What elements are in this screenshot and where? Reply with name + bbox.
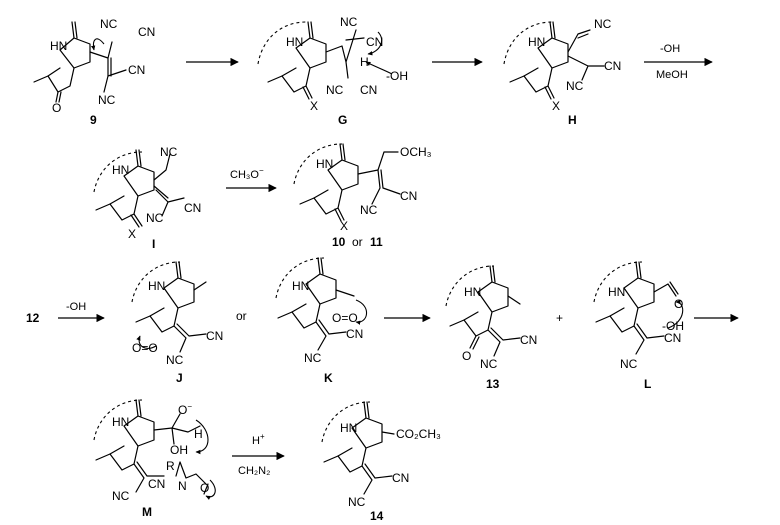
x-label: X (310, 99, 318, 113)
r-group-label: R (166, 459, 175, 473)
nc-label: NC (112, 489, 130, 503)
cn-label: CN (392, 471, 409, 485)
cn-label: CN (128, 63, 145, 77)
oxide-label: O− (178, 402, 192, 417)
reagent-base: -OH (660, 43, 680, 55)
cn-label: CN (206, 329, 223, 343)
cn-label: CN (346, 327, 363, 341)
molecule-K: HN O=O CN NC K (275, 257, 368, 385)
compound-label-12: 12 (26, 311, 40, 325)
cn-label: CN (138, 25, 155, 39)
cn-label: CN (520, 333, 537, 347)
nh-label: HN (316, 157, 333, 171)
nh-label: HN (148, 279, 165, 293)
nc-label: NC (594, 17, 612, 31)
nc-label: NC (326, 83, 344, 97)
molecule-L: HN O -OH CN NC L (593, 261, 684, 391)
compound-label-9: 9 (90, 113, 97, 127)
x-label: X (552, 99, 560, 113)
cn-label: CN (360, 83, 377, 97)
oxygen-label: O (52, 101, 61, 115)
cn-label: CN (604, 59, 621, 73)
oxygen-label: O (200, 481, 209, 495)
nh-label: HN (464, 285, 481, 299)
nh-label: HN (528, 35, 545, 49)
cn-label: CN (148, 477, 165, 491)
oxygen-label: O (674, 297, 683, 311)
reagent-diazomethane: CH₂N₂ (238, 465, 270, 477)
x-label: X (128, 227, 136, 241)
compound-label-L: L (644, 377, 651, 391)
compound-label-K: K (324, 371, 333, 385)
nh-label: HN (340, 421, 357, 435)
cn-label: CN (664, 331, 681, 345)
molecule-13: HN O CN NC 13 (445, 265, 537, 391)
reagent-base: -OH (66, 301, 86, 313)
nitrogen-label: N (178, 479, 187, 493)
reagent-acid: H+ (252, 432, 265, 447)
molecule-14: HN CO₂CH₃ CN NC 14 (321, 401, 441, 523)
compound-label-10: 10 (332, 235, 346, 249)
nc-label: NC (620, 357, 638, 371)
hydroxide-label: -OH (386, 69, 408, 83)
molecule-H: HN X NC CN NC H (503, 17, 621, 127)
nc-label: NC (480, 357, 498, 371)
compound-label-H: H (568, 113, 577, 127)
nc-label: NC (304, 351, 322, 365)
plus-connector: + (556, 311, 563, 325)
molecule-10-or-11: HN OCH₃ CN NC X 10 or 11 (293, 143, 432, 249)
molecule-M: HN O− H OH R N O CN NC M (93, 399, 216, 519)
cn-label: CN (184, 201, 201, 215)
oxygen-label: O (462, 349, 471, 363)
compound-label-14: 14 (370, 509, 384, 523)
compound-label-11: 11 (370, 235, 383, 249)
nh-label: HN (112, 163, 129, 177)
nc-label: NC (146, 211, 164, 225)
or-connector: or (236, 309, 247, 323)
nh-label: HN (50, 39, 67, 53)
molecule-I: HN X NC CN NC I (93, 145, 201, 251)
hydroxyl-label: OH (170, 443, 188, 457)
x-label: X (340, 219, 348, 233)
compound-label-13: 13 (486, 377, 500, 391)
nc-label: NC (348, 495, 366, 509)
compound-label-G: G (338, 113, 347, 127)
nc-label: NC (166, 353, 184, 367)
nc-label: NC (100, 17, 118, 31)
reagent-solvent: MeOH (656, 69, 688, 81)
hydroxide-label: -OH (662, 319, 684, 333)
cn-label: CN (400, 189, 417, 203)
dioxygen-label: O=O (332, 311, 358, 325)
molecule-9: HN O NC CN CN NC 9 (33, 17, 155, 127)
methoxy-label: OCH₃ (400, 145, 432, 159)
nh-label: HN (292, 279, 309, 293)
reagent-methoxide: CH₃O− (230, 166, 264, 181)
hydrogen-label: H (194, 427, 203, 441)
or-label: or (352, 235, 363, 249)
compound-label-I: I (152, 237, 155, 251)
compound-label-M: M (142, 505, 152, 519)
dioxygen-label: O=O (132, 341, 158, 355)
nh-label: HN (286, 35, 303, 49)
nh-label: HN (608, 285, 625, 299)
nc-label: NC (566, 79, 584, 93)
ester-label: CO₂CH₃ (396, 427, 441, 441)
compound-label-J: J (176, 371, 183, 385)
cn-label: CN (366, 35, 383, 49)
nc-label: NC (160, 145, 178, 159)
nc-label: NC (340, 15, 358, 29)
molecule-J: HN O=O CN NC J (131, 261, 223, 385)
h-label: H (360, 55, 369, 69)
molecule-G: HN X NC CN H -OH NC CN G (257, 15, 408, 127)
nc-label: NC (98, 93, 116, 107)
nh-label: HN (112, 415, 129, 429)
nc-label: NC (360, 203, 378, 217)
